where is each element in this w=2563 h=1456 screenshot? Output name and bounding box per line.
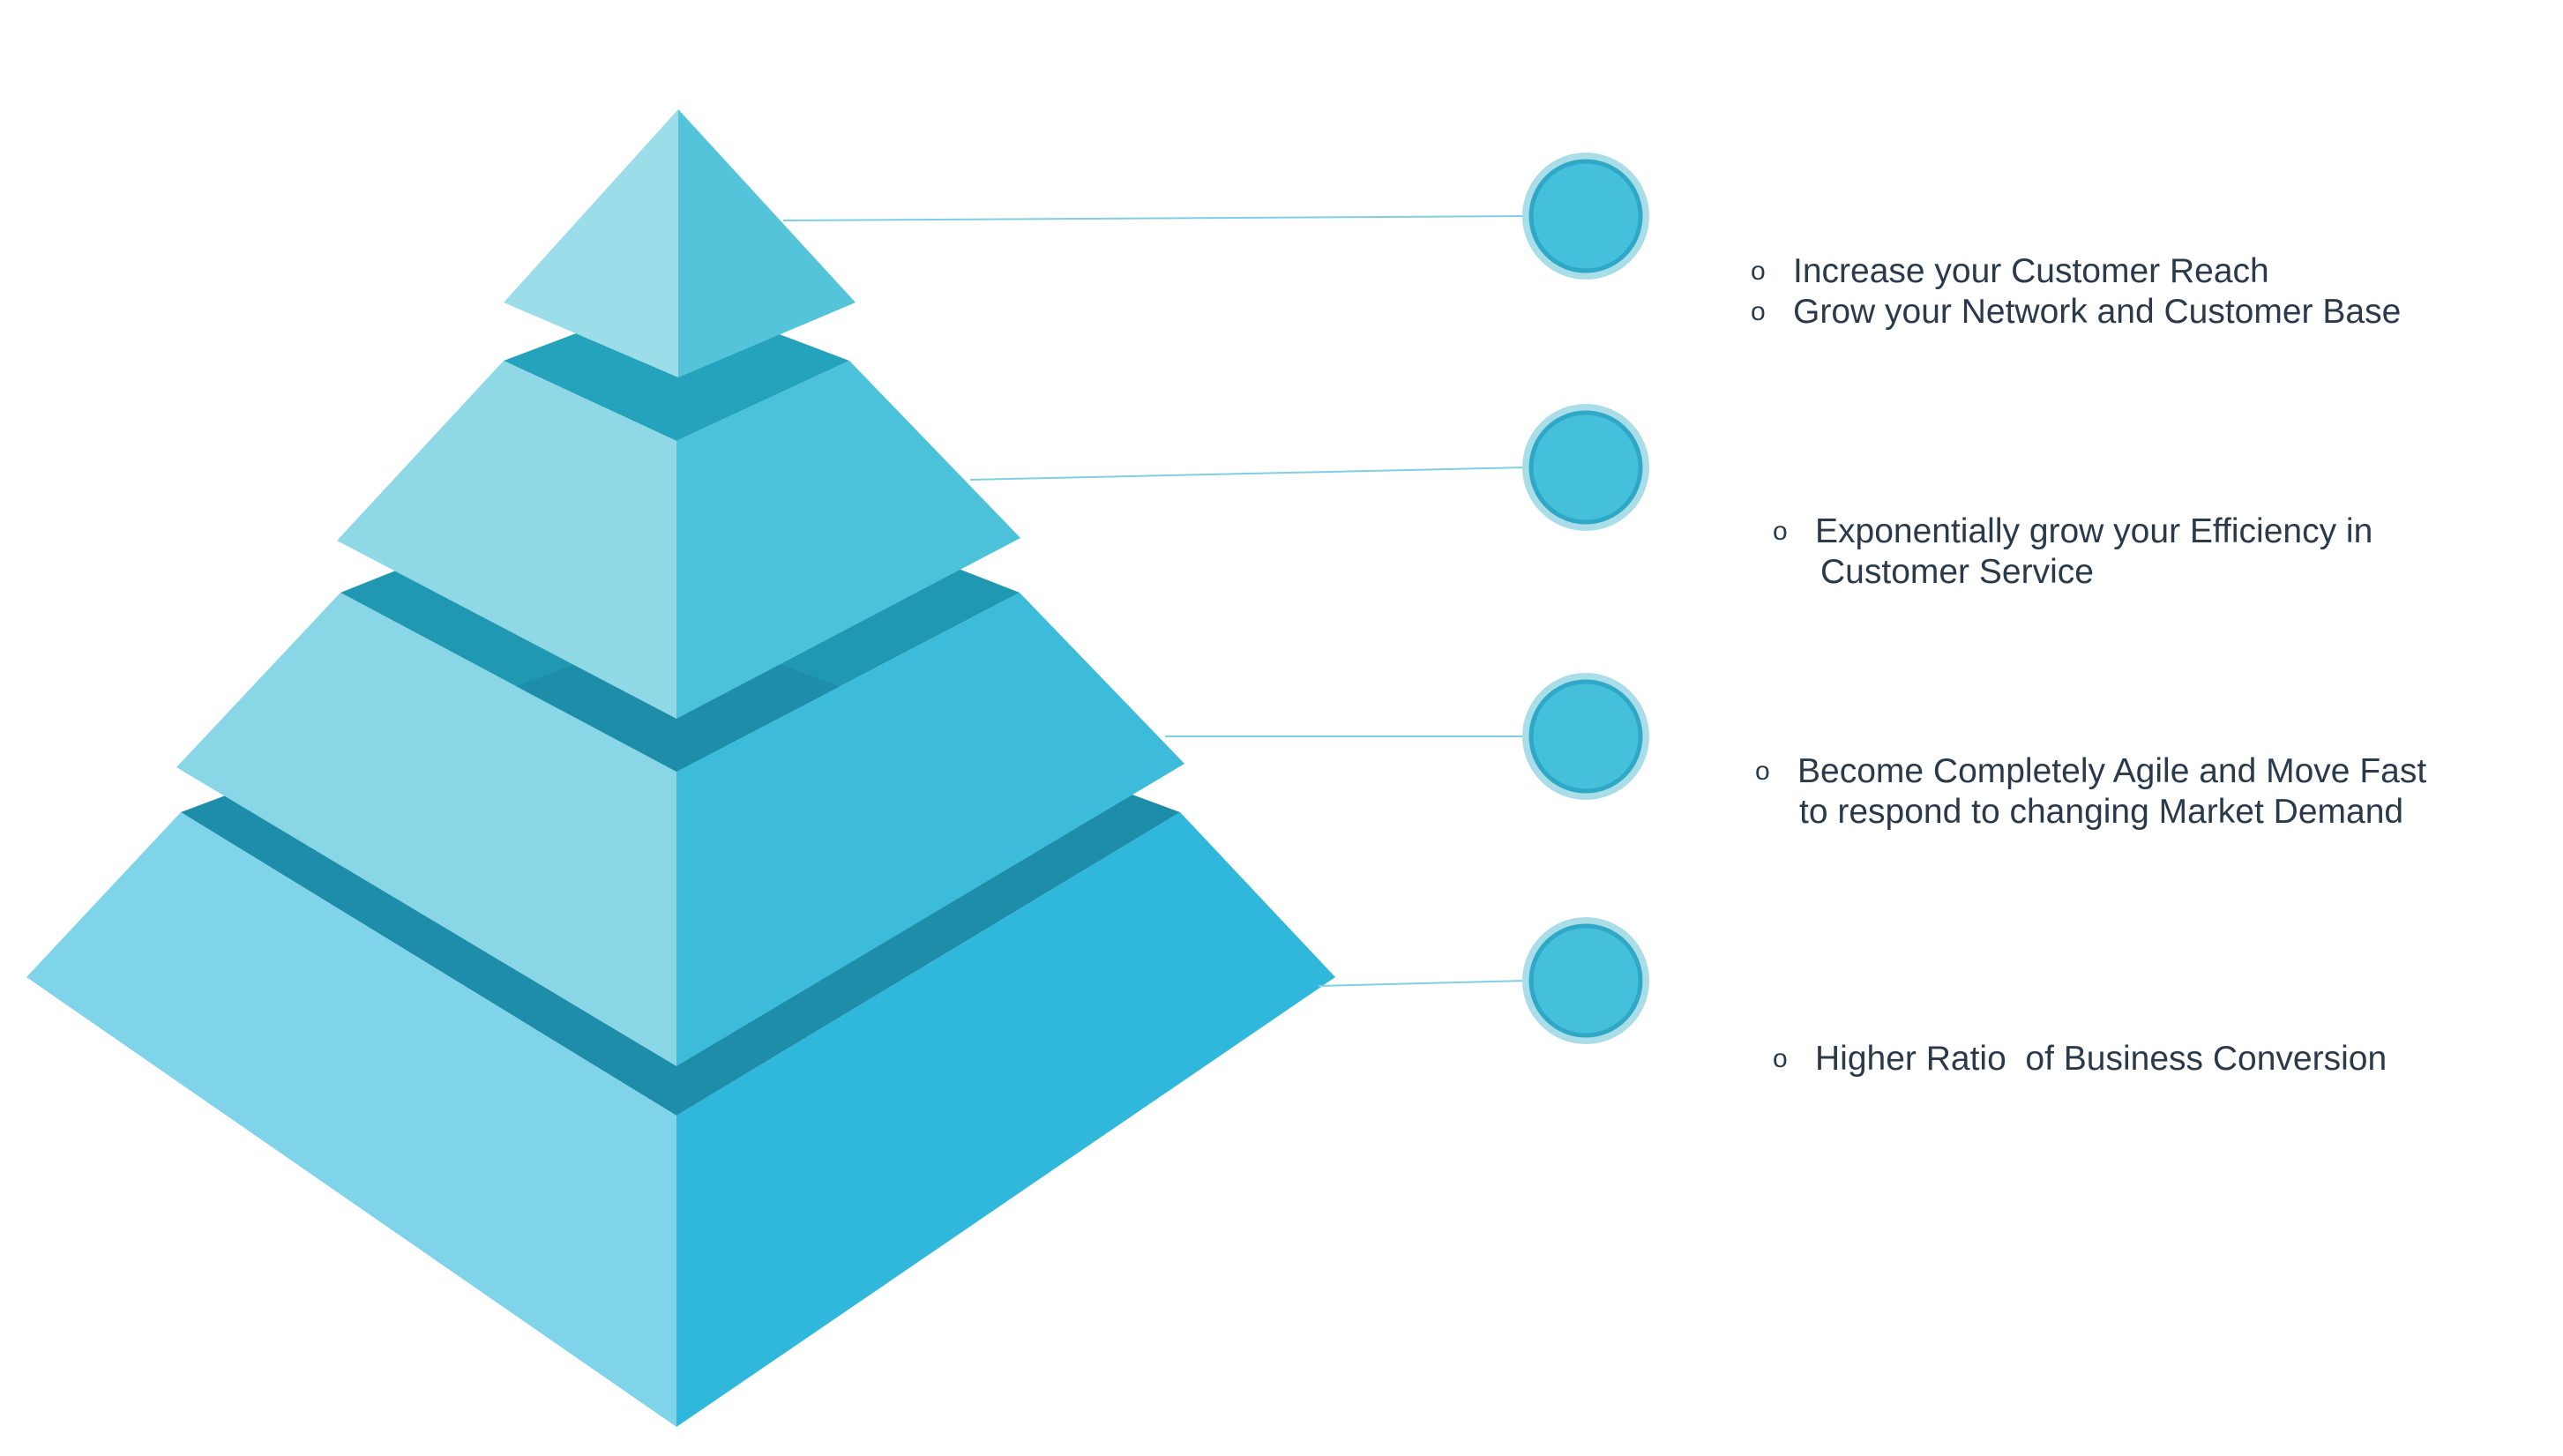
pyramid-tier-2-left (337, 361, 676, 719)
pyramid-tier-4-right (676, 812, 1335, 1427)
bullet-text: Exponentially grow your Efficiency in (1815, 512, 2373, 550)
tier-4-text: o Higher Ratio of Business Conversion (1773, 1039, 2387, 1079)
pyramid-tier-3-right (676, 593, 1184, 1066)
bullet-item: o Grow your Network and Customer Base (1751, 292, 2401, 332)
tier-2-text: o Exponentially grow your Efficiency in … (1773, 511, 2372, 593)
bullet-continuation: Customer Service (1820, 553, 2094, 591)
tier-2-circle (1522, 404, 1649, 531)
bullet-item: o Become Completely Agile and Move Fast … (1755, 751, 2426, 833)
bullet-item: o Exponentially grow your Efficiency in … (1773, 511, 2372, 593)
bullet-text: Grow your Network and Customer Base (1793, 293, 2402, 331)
connector-line-2 (969, 467, 1528, 481)
tier-3-text: o Become Completely Agile and Move Fast … (1755, 751, 2426, 833)
bullet-marker: o (1773, 1044, 1788, 1073)
bullet-marker: o (1751, 297, 1766, 326)
bullet-text: Increase your Customer Reach (1793, 252, 2269, 290)
bullet-marker: o (1751, 257, 1766, 286)
tier-1-circle (1522, 153, 1649, 280)
pyramid-tier-4-left (26, 812, 676, 1427)
bullet-marker: o (1773, 517, 1788, 546)
tier-3-circle (1522, 673, 1649, 800)
pyramid-tier-1-right (678, 109, 856, 377)
bullet-item: o Increase your Customer Reach (1751, 251, 2401, 292)
connector-line-4 (1318, 980, 1528, 987)
bullet-text: Higher Ratio of Business Conversion (1815, 1040, 2387, 1078)
bullet-continuation: to respond to changing Market Demand (1799, 793, 2404, 831)
pyramid-tier-2-right (676, 361, 1020, 719)
tier-1-text: o Increase your Customer Reach o Grow yo… (1751, 251, 2401, 332)
connector-line-1 (782, 215, 1528, 221)
tier-4-circle (1522, 917, 1649, 1044)
bullet-marker: o (1755, 757, 1770, 786)
bullet-text: Become Completely Agile and Move Fast (1797, 752, 2427, 790)
pyramid-tier-3-left (176, 593, 676, 1066)
bullet-item: o Higher Ratio of Business Conversion (1773, 1039, 2387, 1079)
pyramid-tier-1-left (504, 109, 678, 377)
